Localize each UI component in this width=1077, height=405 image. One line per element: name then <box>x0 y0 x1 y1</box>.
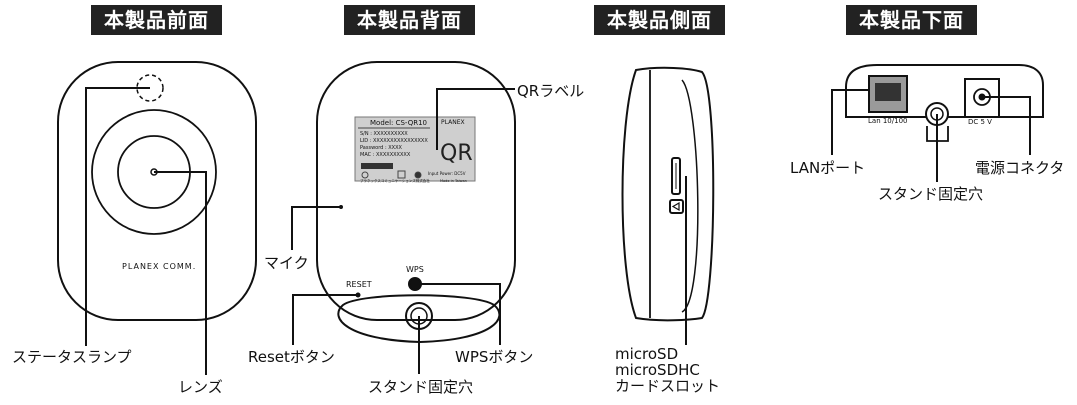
slot-label-line1: microSD <box>615 345 679 363</box>
back-device <box>316 61 516 344</box>
lens-label: レンズ <box>178 378 223 396</box>
front-device <box>57 61 257 321</box>
slot-label-line3: カードスロット <box>615 377 721 395</box>
side-header: 本製品側面 <box>594 5 725 35</box>
sticker-qr: QR <box>440 141 473 166</box>
sticker-origin: Made in Taiwan <box>440 179 467 183</box>
dc-small-label: DC 5 V <box>968 118 992 126</box>
sticker-password: Password : XXXX <box>360 145 402 151</box>
reset-button-label: Resetボタン <box>248 348 335 366</box>
sticker-brand: PLANEX <box>441 119 465 126</box>
status-lamp-icon <box>136 74 164 102</box>
wps-button-label: WPSボタン <box>455 348 534 366</box>
sticker-details <box>358 127 430 179</box>
slot-label-line2: microSDHC <box>615 361 700 379</box>
bottom-device <box>845 64 1044 142</box>
back-stand-hole-label: スタンド固定穴 <box>368 378 474 396</box>
front-brand-logo: PLANEX COMM. <box>122 262 197 271</box>
front-leaders <box>85 87 207 375</box>
qr-label-label: QRラベル <box>517 82 585 100</box>
sticker-power: Input Power: DC5V <box>428 171 466 176</box>
wps-small-label: WPS <box>406 265 424 274</box>
sticker-lid: LID : XXXXXXXXXXXXXXXX <box>360 138 428 144</box>
sticker-sn: S/N : XXXXXXXXXX <box>360 131 408 137</box>
power-connector-label: 電源コネクタ <box>975 159 1065 177</box>
back-leaders <box>291 88 515 374</box>
front-header: 本製品前面 <box>91 5 222 35</box>
reset-small-label: RESET <box>346 280 372 289</box>
bottom-leaders <box>831 89 1031 182</box>
lan-port-label: LANポート <box>790 159 866 177</box>
sticker-model: Model: CS-QR10 <box>370 119 427 127</box>
status-lamp-label: ステータスランプ <box>12 348 132 366</box>
bottom-stand-hole-label: スタンド固定穴 <box>878 185 984 203</box>
back-header: 本製品背面 <box>344 5 475 35</box>
side-device <box>621 66 715 322</box>
sticker-mac: MAC : XXXXXXXXXX <box>360 152 411 158</box>
lan-small-label: Lan 10/100 <box>868 117 908 125</box>
bottom-header: 本製品下面 <box>846 5 977 35</box>
sticker-maker: プラネックスコミュニケーションズ株式会社 <box>360 179 430 183</box>
mic-label: マイク <box>264 254 309 272</box>
